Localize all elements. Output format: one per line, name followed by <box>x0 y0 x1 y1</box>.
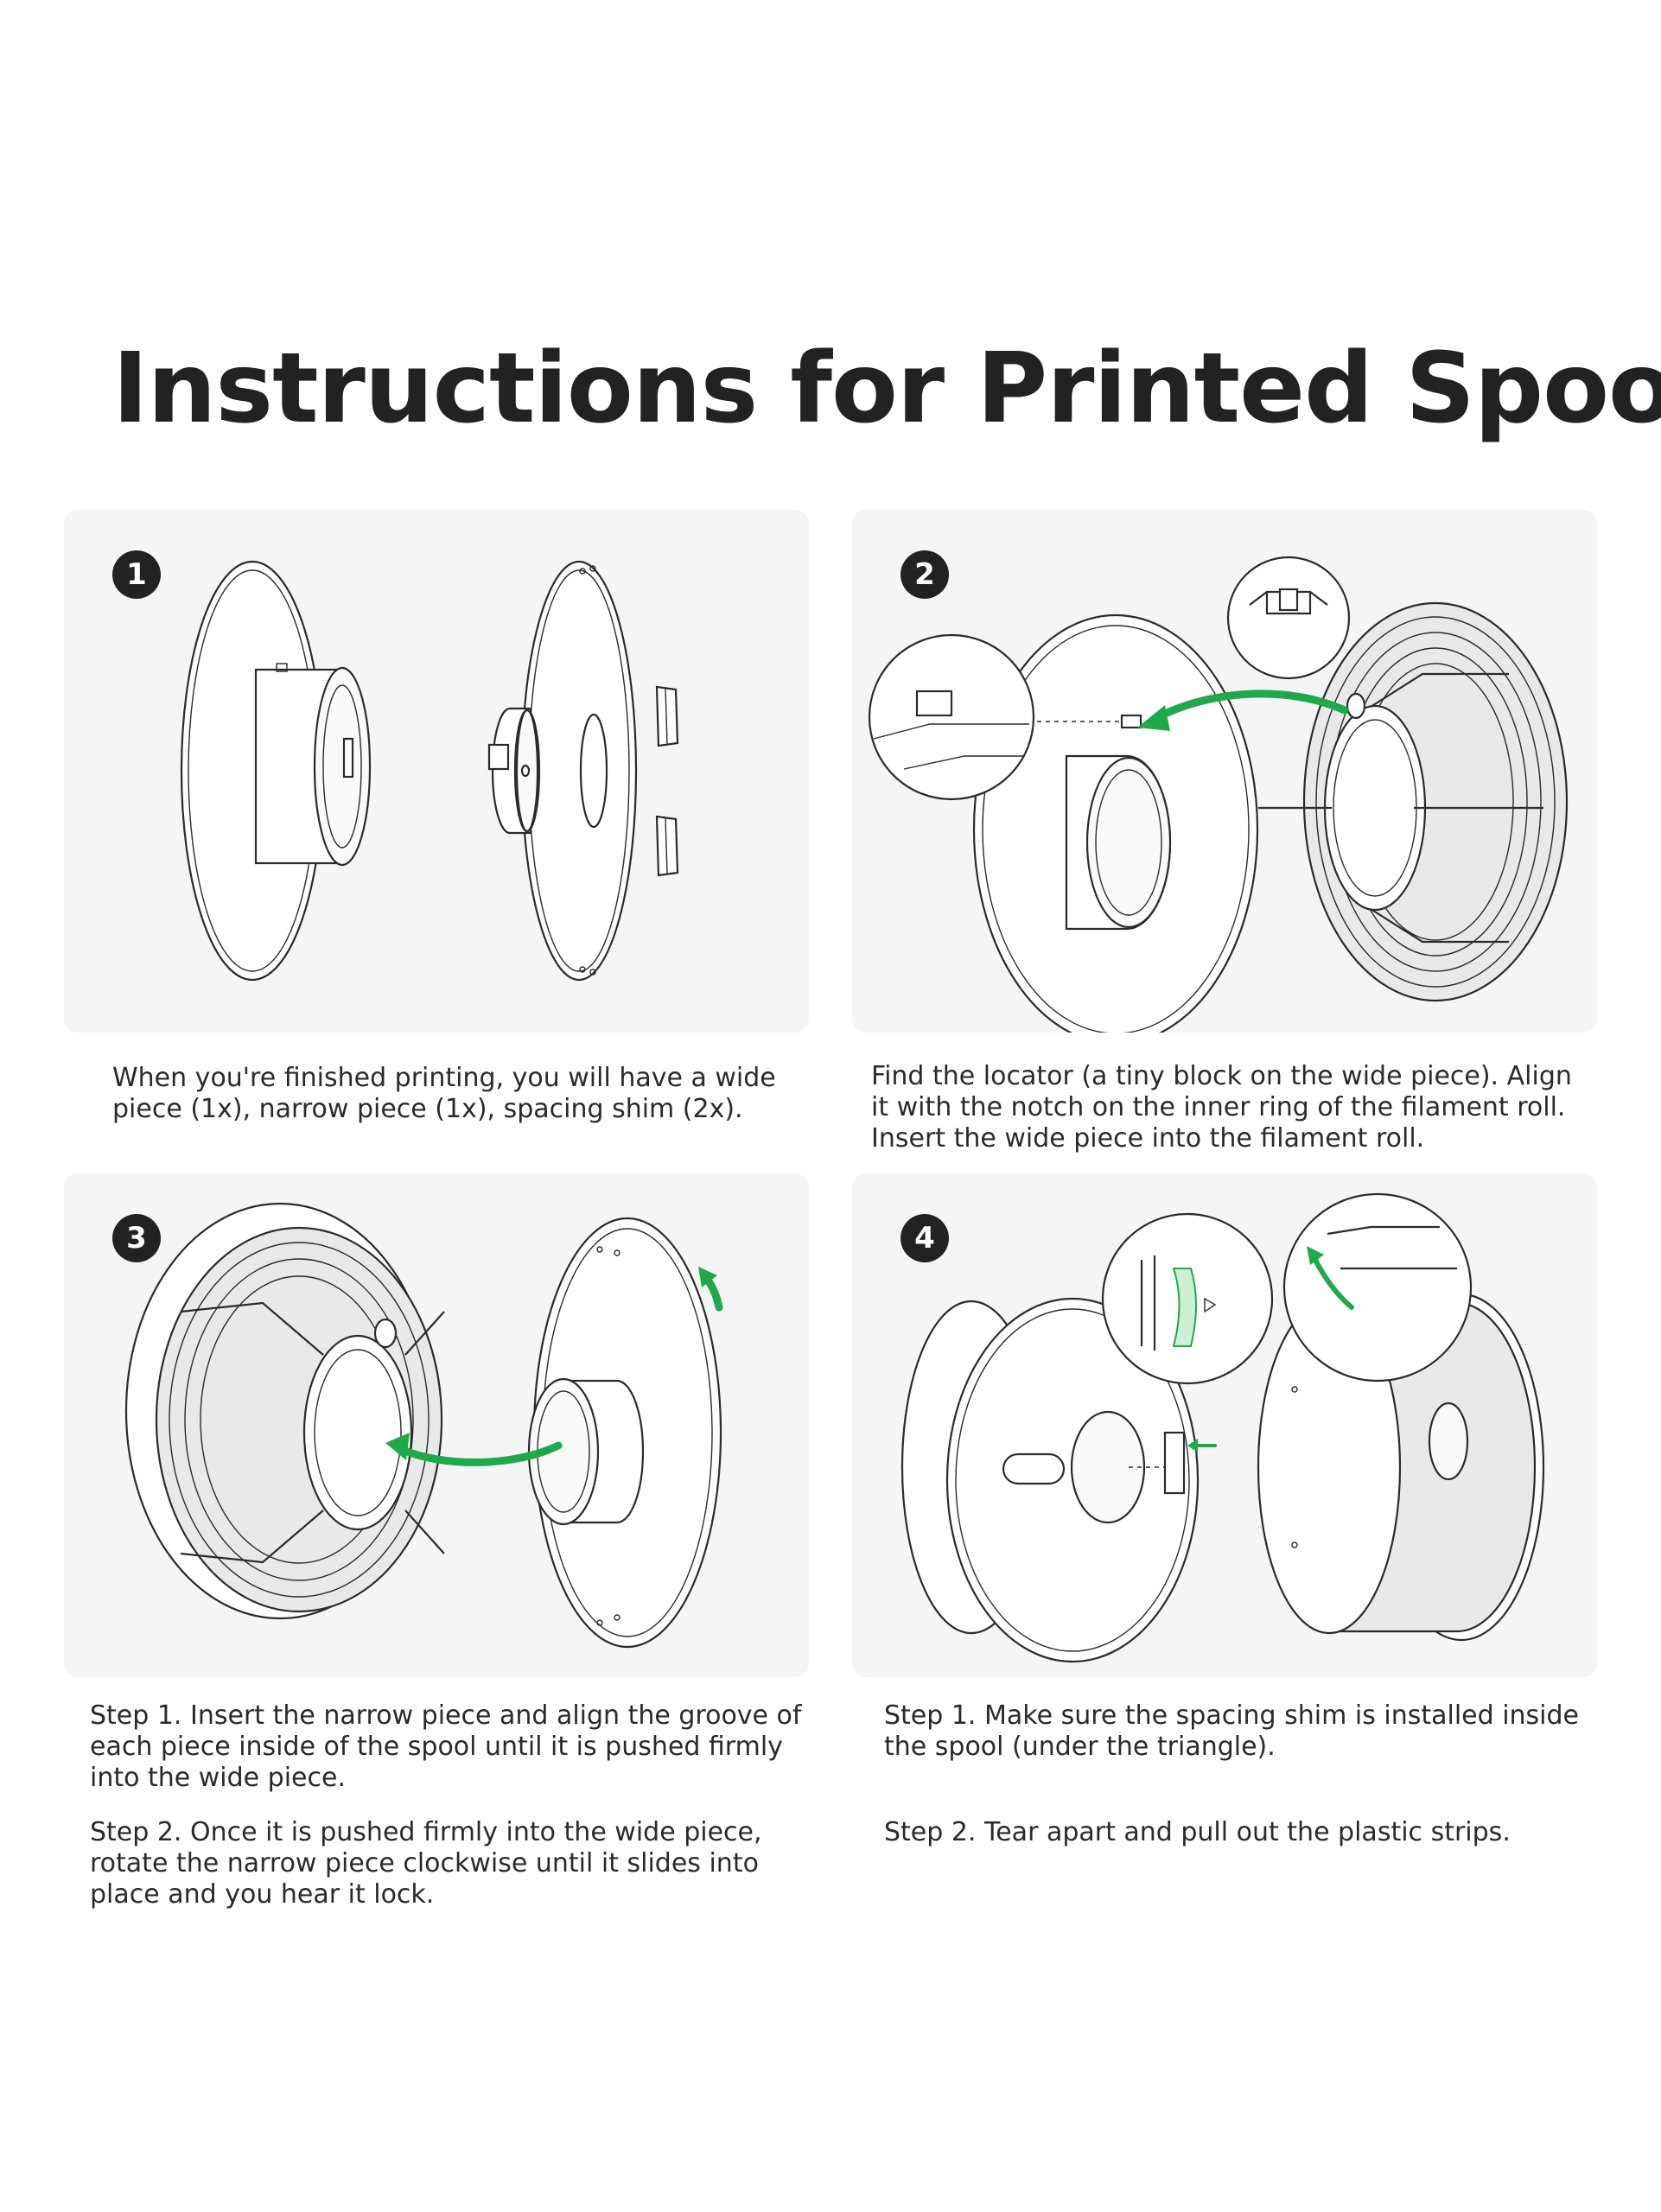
spool-assembly-illustration <box>124 1202 723 1649</box>
step-4-badge: 4 <box>901 1214 949 1262</box>
step-2-caption: Find the locator (a tiny block on the wi… <box>871 1061 1572 1154</box>
step-3-caption-1: Step 1. Insert the narrow piece and alig… <box>90 1700 802 1793</box>
spool-locator-illustration <box>868 556 1569 1033</box>
step-1-panel: 1 <box>64 510 809 1033</box>
step-4-panel: 4 <box>852 1173 1597 1677</box>
step-2-badge: 2 <box>901 550 949 599</box>
step-4-caption-2: Step 2. Tear apart and pull out the plas… <box>884 1817 1511 1847</box>
step-3-badge: 3 <box>112 1214 161 1262</box>
step-1-badge: 1 <box>112 550 161 599</box>
step-4-caption-1: Step 1. Make sure the spacing shim is in… <box>884 1700 1580 1762</box>
step-1-caption: When you're finished printing, you will … <box>112 1063 776 1124</box>
step-3-caption-2: Step 2. Once it is pushed firmly into th… <box>90 1817 762 1910</box>
step-2-panel: 2 <box>852 510 1597 1033</box>
spool-shim-illustration <box>901 1192 1545 1663</box>
page-title: Instructions for Printed Spool <box>112 333 1661 445</box>
spool-parts-illustration <box>180 560 679 982</box>
step-3-panel: 3 <box>64 1173 809 1677</box>
